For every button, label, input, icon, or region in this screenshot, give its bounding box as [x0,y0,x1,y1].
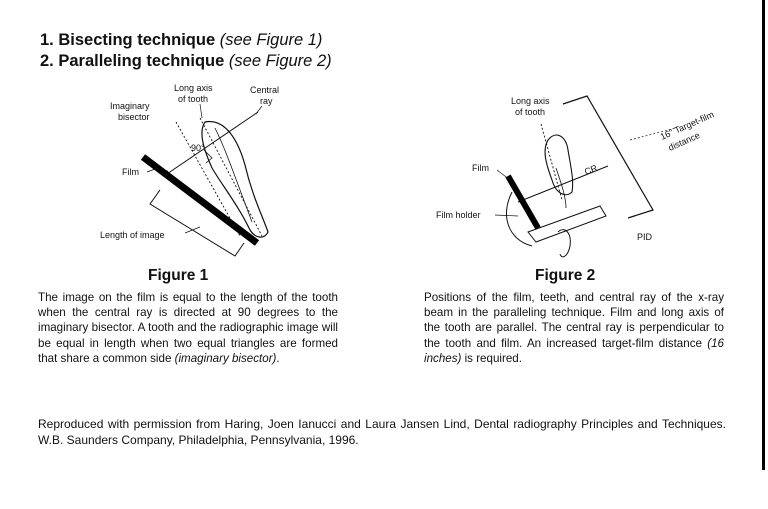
fig1-right-angle [203,149,213,164]
fig2-label-pid: PID [637,232,653,242]
fig1-label-bisector-2: bisector [118,112,150,122]
fig2-label-holder: Film holder [436,210,481,220]
fig1-label-central-2: ray [260,96,273,106]
fig2-holder-leader [494,214,519,217]
figure2-caption: Positions of the film, teeth, and centra… [424,291,724,365]
figure2-title: Figure 2 [535,267,596,284]
figure1-title: Figure 1 [148,267,209,284]
fig1-tooth [201,120,269,238]
fig2-central-ray [517,165,609,203]
fig1-label-central: Central [250,85,279,95]
heading-paralleling: 2. Paralleling technique (see Figure 2) [40,52,332,70]
page-border [762,0,765,470]
fig1-central-leader [255,105,263,115]
fig2-pid [562,95,654,219]
fig2-label-film: Film [472,163,489,173]
fig1-film-leader [146,167,159,173]
fig2-bite-block [506,191,533,247]
fig1-length-leader [184,226,201,234]
figure2-diagram: Long axis of tooth 16" Target-film dista… [436,95,715,258]
heading-bisecting: 1. Bisecting technique (see Figure 1) [40,31,323,49]
fig2-lower-tooth [557,229,571,258]
fig2-film [505,174,541,230]
fig1-label-length: Length of image [100,230,165,240]
fig2-label-cr: CR [583,163,599,177]
figure1-diagram: Long axis of tooth Central ray Imaginary… [100,83,279,257]
figure1-caption: The image on the film is equal to the le… [38,291,338,365]
fig1-root [214,127,253,223]
fig2-tooth [544,134,574,196]
fig1-central-ray [163,111,259,177]
fig1-label-long-axis: Long axis [174,83,213,93]
fig1-film [140,154,260,246]
fig1-label-bisector: Imaginary [110,101,150,111]
fig1-long-axis [199,117,263,237]
credit-note: Reproduced with permission from Haring, … [38,417,726,447]
fig2-label-long-axis: Long axis [511,96,550,106]
fig2-tooth-crown [555,167,567,209]
fig2-long-axis [540,123,563,201]
fig1-bisector [175,121,241,237]
fig2-label-long-axis-2: of tooth [515,107,545,117]
fig1-label-long-axis-2: of tooth [178,94,208,104]
fig2-film-leader [496,169,511,181]
fig1-label-film: Film [122,167,139,177]
fig1-label-angle: 90° [191,143,205,153]
fig1-long-axis-leader [199,103,203,119]
fig2-film-holder [527,205,607,243]
